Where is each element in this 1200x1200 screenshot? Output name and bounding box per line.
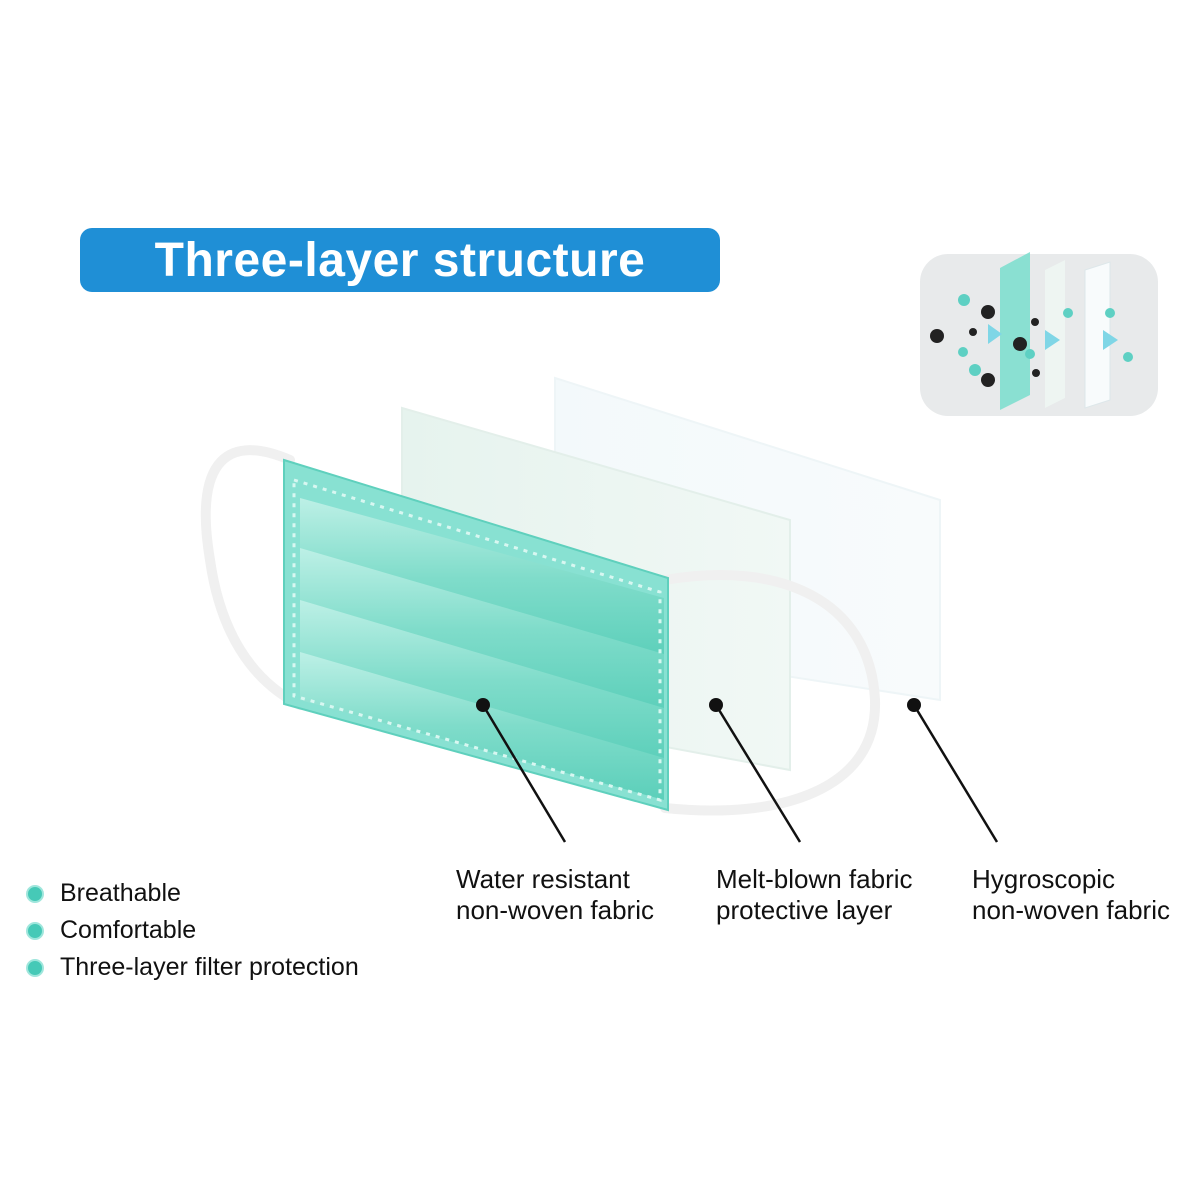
feature-item: Breathable bbox=[22, 875, 359, 912]
bullet-dot-icon bbox=[26, 958, 44, 977]
page-title: Three-layer structure bbox=[154, 233, 646, 287]
right-ear-loop bbox=[660, 570, 881, 816]
feature-item: Comfortable bbox=[22, 912, 359, 949]
pointer-dot-3 bbox=[907, 698, 921, 712]
outer-green-layer bbox=[283, 458, 669, 812]
layer-label-outer: Water resistant non-woven fabric bbox=[456, 864, 654, 925]
pointer-dot-2 bbox=[709, 698, 723, 712]
title-banner: Three-layer structure bbox=[80, 228, 720, 292]
bullet-dot-icon bbox=[26, 884, 44, 903]
leader-lines bbox=[481, 704, 999, 843]
filtration-illustration-icon bbox=[920, 252, 1158, 416]
layer-label-middle: Melt-blown fabric protective layer bbox=[716, 864, 913, 925]
feature-list: Breathable Comfortable Three-layer filte… bbox=[22, 875, 359, 986]
left-ear-loop bbox=[200, 445, 305, 710]
pointer-dot-1 bbox=[476, 698, 490, 712]
feature-item: Three-layer filter protection bbox=[22, 949, 359, 986]
bullet-dot-icon bbox=[26, 921, 44, 940]
layer-label-inner: Hygroscopic non-woven fabric bbox=[972, 864, 1170, 925]
